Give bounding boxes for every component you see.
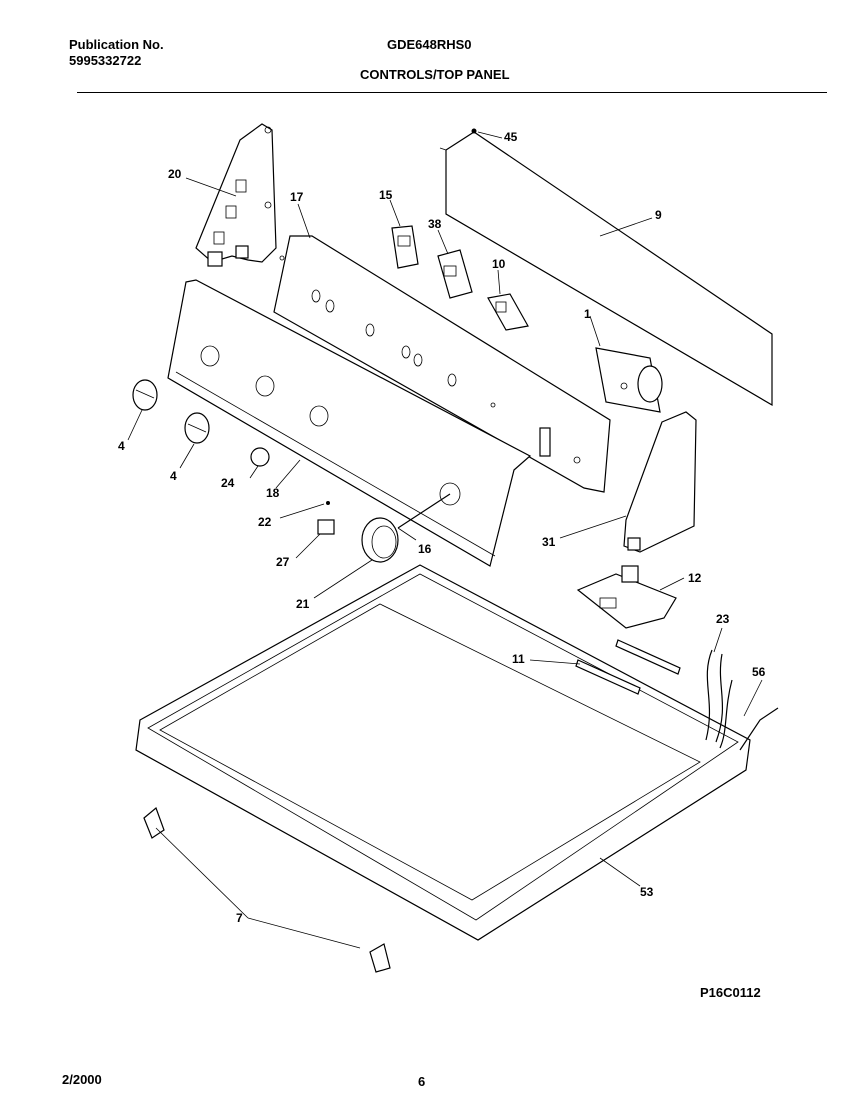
- callout-38: 38: [428, 217, 442, 231]
- part-control-board: [576, 565, 677, 629]
- callout-20: 20: [168, 167, 182, 181]
- callout-17: 17: [290, 190, 304, 204]
- model-number: GDE648RHS0: [387, 37, 472, 52]
- callout-10: 10: [492, 257, 506, 271]
- callout-18: 18: [266, 486, 280, 500]
- part-timer: [595, 347, 663, 413]
- callout-4-upper: 4: [118, 439, 125, 453]
- page-number: 6: [418, 1074, 426, 1089]
- callout-16: 16: [418, 542, 432, 556]
- part-switch-38: [437, 249, 473, 299]
- part-rear-panel: [439, 128, 773, 407]
- part-foot-7-left: [143, 806, 165, 839]
- part-right-bracket: [623, 411, 697, 553]
- callout-15: 15: [379, 188, 393, 202]
- part-top-panel: [135, 564, 751, 941]
- callout-31: 31: [542, 535, 556, 549]
- callout-21: 21: [296, 597, 310, 611]
- callout-1: 1: [584, 307, 591, 321]
- part-console-back-panel: [273, 235, 611, 493]
- figure-id: P16C0112: [700, 985, 761, 1000]
- part-knob-21: [361, 517, 399, 563]
- callout-22: 22: [258, 515, 272, 529]
- callout-23: 23: [716, 612, 730, 626]
- callout-4-lower: 4: [170, 469, 177, 483]
- callout-7: 7: [236, 911, 243, 925]
- part-switch-10: [487, 293, 529, 331]
- part-foot-7-right: [369, 943, 391, 973]
- leader-lines: [127, 131, 763, 949]
- callout-27: 27: [276, 555, 290, 569]
- callout-56: 56: [752, 665, 766, 679]
- section-title: CONTROLS/TOP PANEL: [360, 67, 510, 82]
- callout-24: 24: [221, 476, 235, 490]
- part-wire-harness: [705, 649, 779, 751]
- callout-9: 9: [655, 208, 662, 222]
- part-knob-4-lower: [184, 412, 210, 444]
- publication-label: Publication No.: [69, 37, 164, 52]
- header-rule: [77, 92, 827, 93]
- part-left-bracket: [195, 123, 277, 267]
- part-22-27: [317, 501, 335, 535]
- footer-date: 2/2000: [62, 1072, 102, 1087]
- publication-number: 5995332722: [69, 53, 142, 68]
- part-knob-4-upper: [132, 379, 158, 411]
- part-control-console: [167, 279, 532, 567]
- callout-12: 12: [688, 571, 702, 585]
- callout-11: 11: [512, 652, 525, 666]
- callout-45: 45: [504, 130, 518, 144]
- part-button-24: [250, 447, 270, 467]
- callout-53: 53: [640, 885, 654, 899]
- part-switch-15: [391, 225, 419, 269]
